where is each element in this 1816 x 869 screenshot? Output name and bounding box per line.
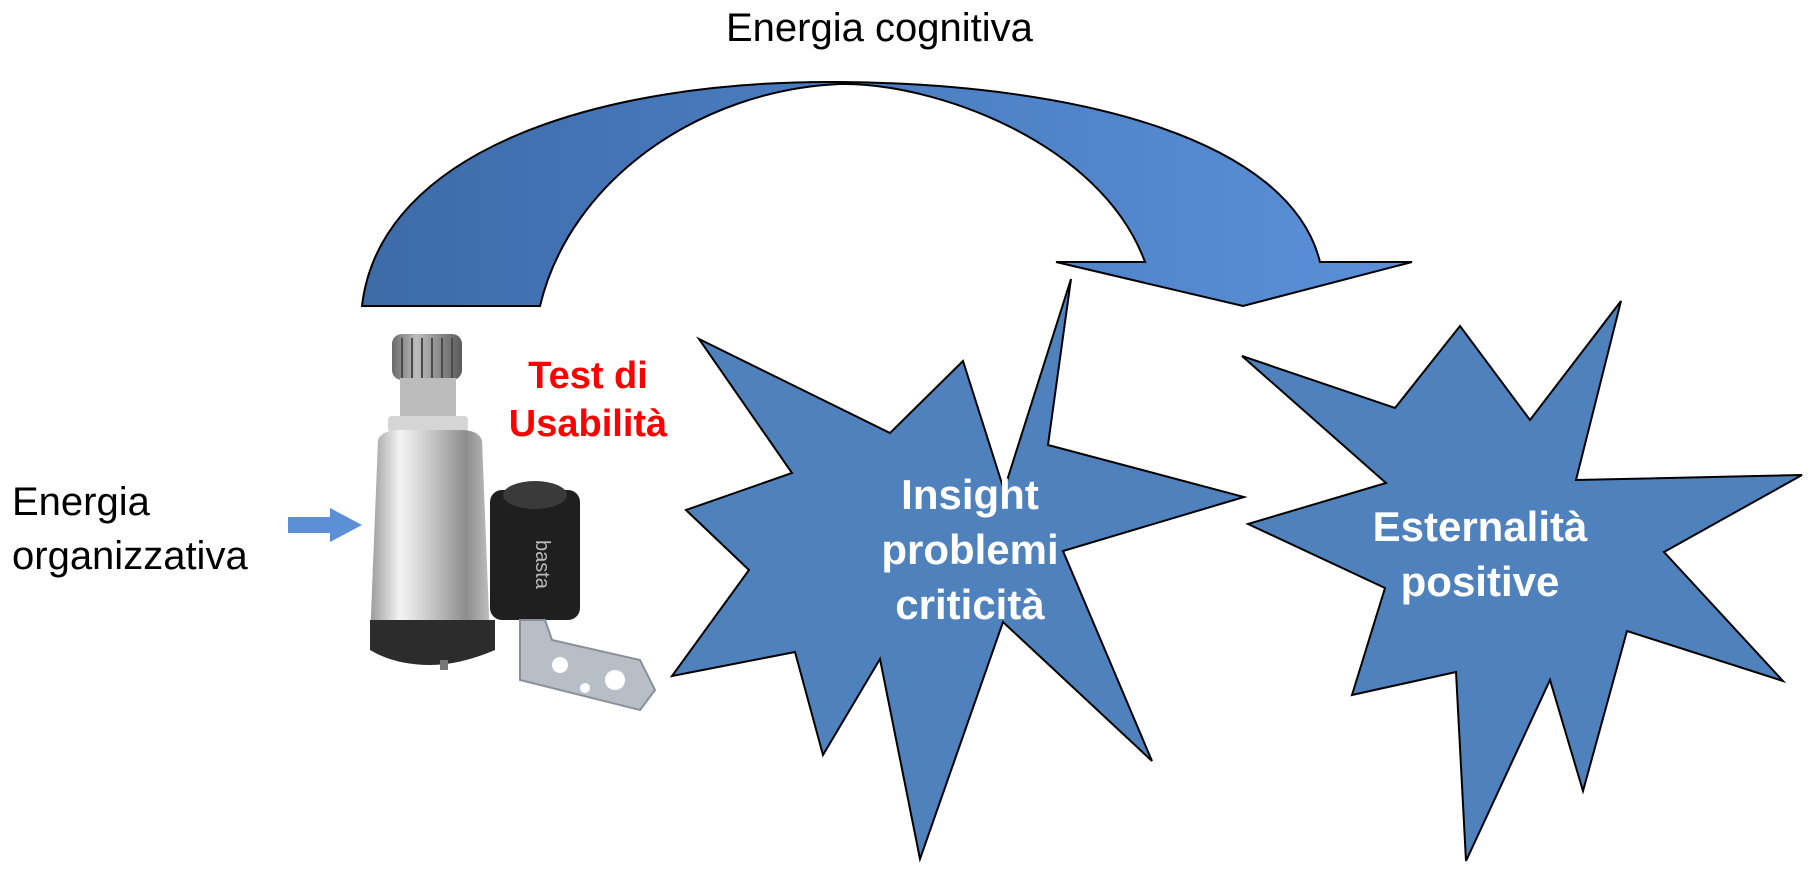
test-usabilita-label: Test di Usabilità [488, 352, 688, 448]
curved-arrow [360, 80, 1413, 308]
burst-esternalita-text: Esternalità positive [1360, 499, 1600, 609]
burst1-line3: criticità [895, 581, 1045, 628]
device-brand-text: basta [531, 540, 553, 590]
burst2-line1: Esternalità [1372, 503, 1588, 550]
burst1-line1: Insight [901, 471, 1039, 518]
burst1-line2: problemi [881, 526, 1059, 573]
dynamo-device-image: basta [370, 334, 657, 712]
burst-insight-text: Insight problemi criticità [840, 467, 1100, 632]
left-label-line1: Energia [12, 480, 150, 524]
burst-insight [669, 278, 1248, 863]
energia-organizzativa-label: Energia organizzativa [12, 475, 248, 583]
burst-esternalita [1241, 300, 1803, 862]
input-arrow [288, 508, 362, 542]
left-label-line2: organizzativa [12, 534, 248, 578]
test-label-line1: Test di [528, 355, 648, 397]
burst2-line2: positive [1400, 558, 1560, 605]
energia-cognitiva-label: Energia cognitiva [726, 6, 1033, 50]
test-label-line2: Usabilità [508, 403, 668, 445]
